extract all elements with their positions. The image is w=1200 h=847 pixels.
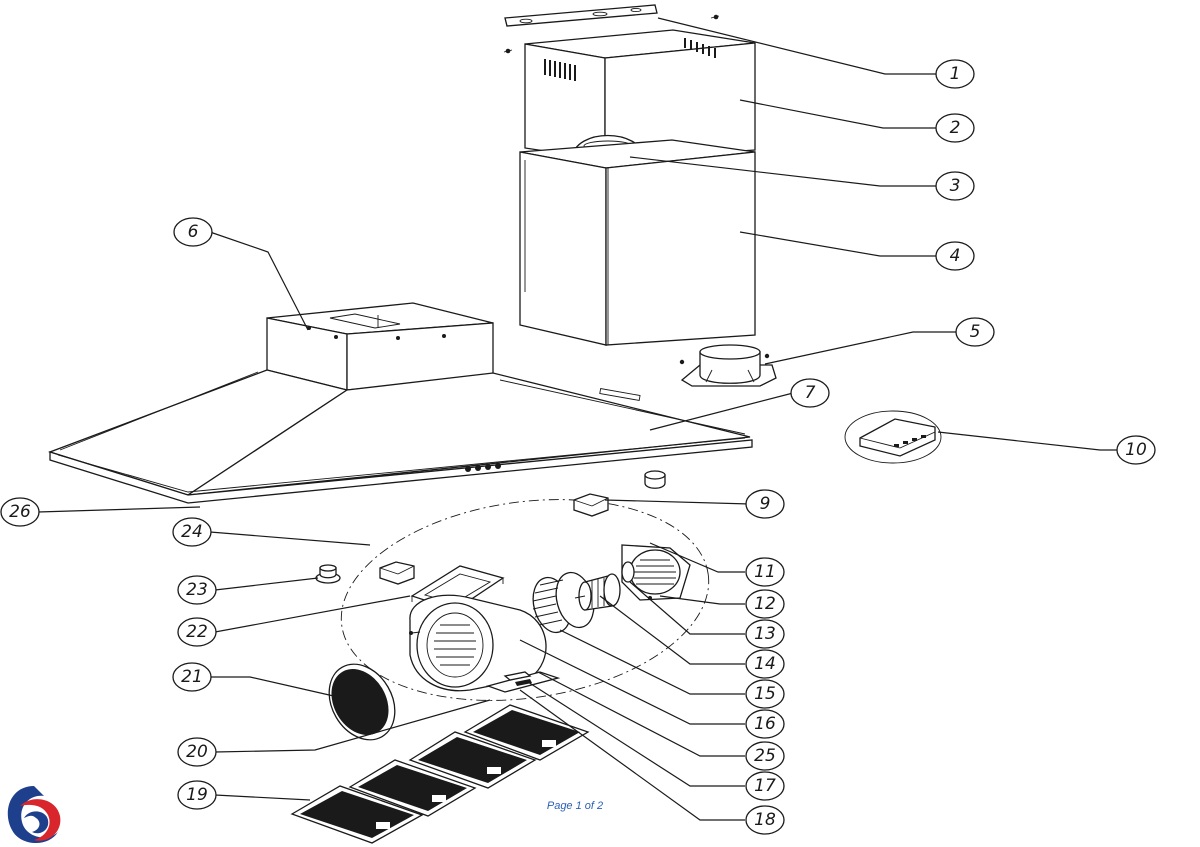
svg-text:20: 20 [186,742,208,762]
callout-11: 11 [745,557,785,587]
callout-18: 18 [745,805,785,835]
svg-text:24: 24 [181,522,203,542]
mounting-bracket [503,4,720,54]
svg-text:25: 25 [754,746,776,766]
callouts: 1 2 3 4 5 6 7 9 10 11 12 13 14 15 16 17 … [0,59,1156,835]
callout-17: 17 [745,771,785,801]
lamp-cover [573,493,609,517]
svg-text:6: 6 [188,222,199,242]
callout-7: 7 [790,378,830,408]
callout-2: 2 [935,113,975,143]
svg-text:23: 23 [186,580,208,600]
callout-25: 25 [745,741,785,771]
blower-back-plate [621,544,691,601]
callout-14: 14 [745,649,785,679]
svg-text:12: 12 [754,594,776,614]
motor-assembly-outline [340,499,710,701]
callout-19: 19 [177,780,217,810]
callout-4: 4 [935,241,975,271]
svg-text:11: 11 [754,562,776,582]
callout-3: 3 [935,171,975,201]
callout-23: 23 [177,575,217,605]
circular-grille [328,663,396,741]
svg-text:1: 1 [950,64,961,84]
callout-22: 22 [177,617,217,647]
svg-text:17: 17 [754,776,776,796]
page-number: Page 1 of 2 [546,800,604,812]
callout-13: 13 [745,619,785,649]
callout-1: 1 [935,59,975,89]
svg-text:18: 18 [754,810,776,830]
blower-housing [409,594,547,692]
control-panel-detail [844,410,942,464]
hood-light-top [644,470,666,489]
svg-text:4: 4 [950,246,961,266]
upper-chimney [524,29,756,161]
callout-24: 24 [172,517,212,547]
lamp-holder [379,561,415,585]
callout-21: 21 [172,662,212,692]
svg-text:19: 19 [186,785,208,805]
svg-text:13: 13 [754,624,776,644]
svg-text:15: 15 [754,684,776,704]
callout-20: 20 [177,737,217,767]
callout-15: 15 [745,679,785,709]
callout-9: 9 [745,489,785,519]
blower-bottom-plate [485,671,561,693]
callout-10: 10 [1116,435,1156,465]
svg-text:16: 16 [754,714,776,734]
hood-top-cover [266,302,494,391]
svg-text:3: 3 [950,176,961,196]
svg-text:2: 2 [950,118,961,138]
svg-text:9: 9 [760,494,771,514]
swirl-logo [7,786,61,844]
svg-text:7: 7 [805,383,816,403]
halogen-light [315,564,341,584]
callout-5: 5 [955,317,995,347]
svg-text:5: 5 [970,322,981,342]
callout-16: 16 [745,709,785,739]
blower-motor [574,573,621,611]
callout-6: 6 [173,217,213,247]
grease-filters [290,704,590,844]
hood-canopy [48,369,753,504]
svg-text:14: 14 [754,654,776,674]
callout-26: 26 [0,497,40,527]
callout-12: 12 [745,589,785,619]
svg-text:21: 21 [181,667,203,687]
svg-text:10: 10 [1125,440,1147,460]
svg-text:22: 22 [186,622,208,642]
svg-text:26: 26 [9,502,31,522]
outlet-flange [679,344,777,387]
lower-chimney [519,139,756,346]
